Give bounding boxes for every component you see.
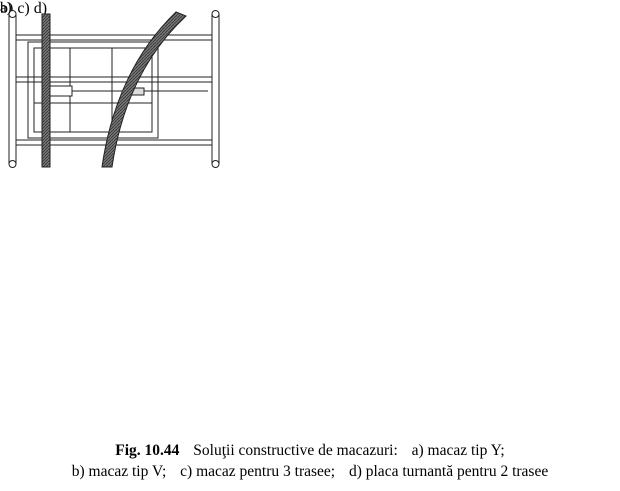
caption-line-2: b) macaz tip V; c) macaz pentru 3 trasee… [0, 461, 620, 482]
panel-c-label: c) [17, 0, 30, 17]
caption-number: Fig. 10.44 [115, 442, 180, 459]
panel-a-label: a) [0, 0, 12, 16]
panel-d-label: d) [33, 0, 48, 17]
caption-line-1: Fig. 10.44 Soluţii constructive de macaz… [0, 440, 620, 461]
caption-item-b: b) macaz tip V; [71, 463, 167, 480]
caption-item-d: d) placa turnantă pentru 2 trasee [348, 463, 549, 480]
panel-a-drawing [8, 10, 220, 168]
figure-caption: Fig. 10.44 Soluţii constructive de macaz… [0, 440, 620, 482]
caption-item-c: c) macaz pentru 3 trasee; [180, 463, 336, 480]
caption-title: Soluţii constructive de macazuri: [193, 442, 398, 459]
caption-item-a: a) macaz tip Y; [411, 442, 505, 459]
